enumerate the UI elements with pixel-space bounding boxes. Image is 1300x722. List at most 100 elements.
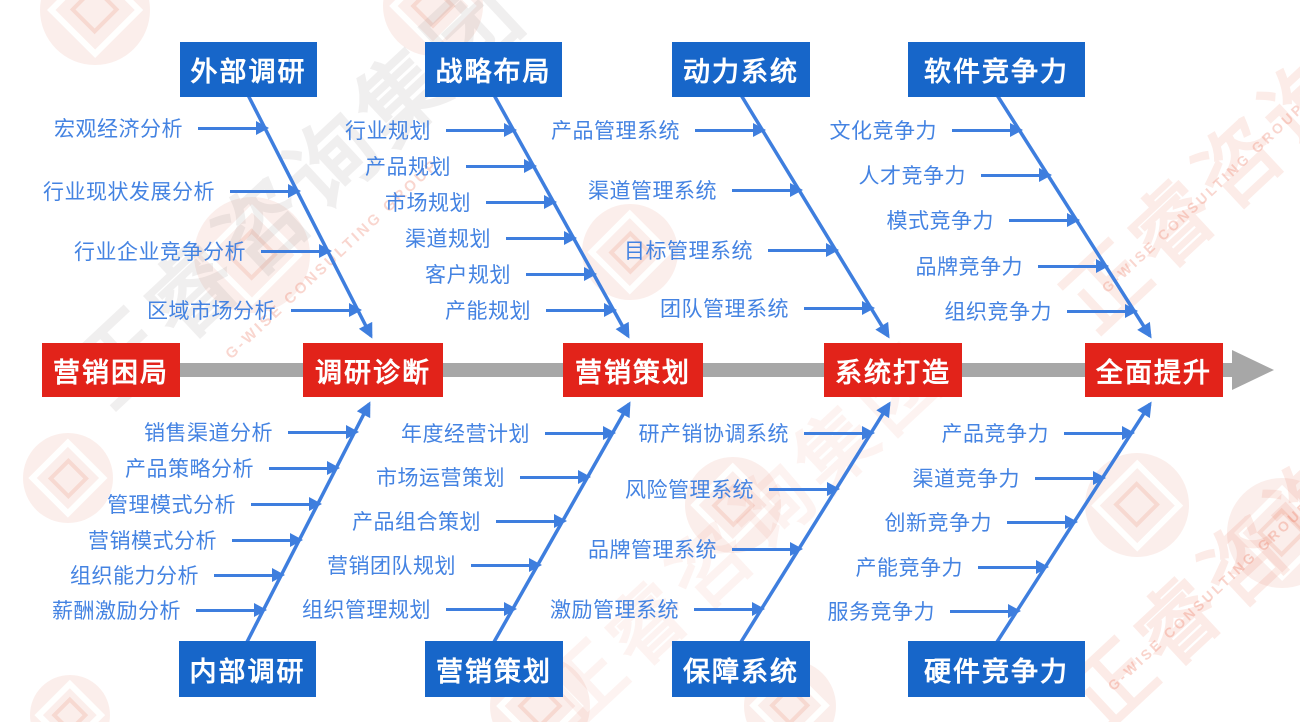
branch-item-label: 激励管理系统: [550, 599, 679, 622]
branch-item-label: 创新竞争力: [884, 512, 992, 535]
right-arrow-icon: [804, 426, 875, 440]
branch-item: 人才竞争力: [858, 160, 1052, 190]
right-arrow-icon: [769, 482, 840, 496]
right-arrow-icon: [1035, 471, 1106, 485]
right-arrow-icon: [952, 123, 1023, 137]
branch-item-label: 产品策略分析: [125, 458, 254, 481]
category-box-marketing-planning-bottom: 营销策划: [425, 641, 563, 697]
branch-item-label: 市场运营策划: [376, 467, 505, 490]
right-arrow-icon: [269, 461, 340, 475]
right-arrow-icon: [506, 231, 577, 245]
right-arrow-icon: [198, 121, 269, 135]
right-arrow-icon: [446, 602, 517, 616]
branch-item: 管理模式分析: [107, 489, 322, 519]
branch-item: 产能规划: [445, 295, 617, 325]
branch-item: 市场规划: [385, 187, 557, 217]
branch-item-label: 组织竞争力: [944, 301, 1052, 324]
category-box-support-system: 保障系统: [672, 641, 810, 697]
category-box-software-competitiveness: 软件竞争力: [908, 42, 1085, 97]
branch-item: 薪酬激励分析: [52, 595, 267, 625]
branch-item: 宏观经济分析: [54, 113, 269, 143]
right-arrow-icon: [196, 603, 267, 617]
category-box-strategy-layout: 战略布局: [425, 42, 562, 97]
right-arrow-icon: [768, 243, 839, 257]
branch-item-label: 产品管理系统: [551, 120, 680, 143]
stage-box-marketing-planning: 营销策划: [563, 343, 703, 397]
branch-item-label: 团队管理系统: [660, 298, 789, 321]
branch-item-label: 管理模式分析: [107, 494, 236, 517]
right-arrow-icon: [214, 568, 285, 582]
branch-item-label: 销售渠道分析: [144, 422, 273, 445]
branch-item: 目标管理系统: [624, 235, 839, 265]
right-arrow-icon: [291, 303, 362, 317]
right-arrow-icon: [466, 159, 537, 173]
bone-bottom-3: [739, 401, 891, 643]
right-arrow-icon: [1009, 213, 1080, 227]
branch-item-label: 目标管理系统: [624, 240, 753, 263]
right-arrow-icon: [1007, 515, 1078, 529]
right-arrow-icon: [486, 195, 557, 209]
branch-item: 产品规划: [365, 151, 537, 181]
branch-item-label: 渠道竞争力: [912, 468, 1020, 491]
branch-item-label: 产品组合策划: [352, 511, 481, 534]
branch-item: 组织能力分析: [70, 560, 285, 590]
right-arrow-icon: [526, 267, 597, 281]
branch-item-label: 行业规划: [345, 120, 431, 143]
category-box-external-research: 外部调研: [180, 42, 317, 97]
branch-item: 产品竞争力: [941, 418, 1135, 448]
branch-item-label: 营销团队规划: [327, 555, 456, 578]
branch-item: 服务竞争力: [827, 596, 1021, 626]
branch-item: 研产销协调系统: [639, 418, 875, 448]
branch-item: 市场运营策划: [376, 462, 591, 492]
right-arrow-icon: [1038, 259, 1109, 273]
branch-item: 产能竞争力: [855, 552, 1049, 582]
right-arrow-icon: [978, 560, 1049, 574]
right-arrow-icon: [471, 558, 542, 572]
right-arrow-icon: [981, 168, 1052, 182]
branch-item: 渠道规划: [405, 223, 577, 253]
branch-item: 客户规划: [425, 259, 597, 289]
branch-item-label: 产能竞争力: [855, 557, 963, 580]
branch-item: 年度经营计划: [401, 418, 616, 448]
branch-item-label: 产能规划: [445, 300, 531, 323]
branch-item-label: 模式竞争力: [886, 210, 994, 233]
branch-item-label: 行业现状发展分析: [43, 181, 215, 204]
branch-item-label: 薪酬激励分析: [52, 600, 181, 623]
branch-item-label: 行业企业竞争分析: [74, 241, 246, 264]
right-arrow-icon: [1064, 426, 1135, 440]
branch-item-label: 组织能力分析: [70, 565, 199, 588]
branch-item-label: 产品竞争力: [941, 423, 1049, 446]
right-arrow-icon: [261, 244, 332, 258]
branch-item-label: 服务竞争力: [827, 601, 935, 624]
branch-item-label: 组织管理规划: [302, 599, 431, 622]
right-arrow-icon: [695, 123, 766, 137]
branch-item: 风险管理系统: [625, 474, 840, 504]
right-arrow-icon: [950, 604, 1021, 618]
right-arrow-icon: [732, 183, 803, 197]
right-arrow-icon: [694, 602, 765, 616]
branch-item-label: 渠道管理系统: [588, 180, 717, 203]
branch-item-label: 文化竞争力: [829, 120, 937, 143]
branch-item: 品牌管理系统: [588, 534, 803, 564]
branch-item-label: 渠道规划: [405, 228, 491, 251]
branch-item: 营销模式分析: [88, 525, 303, 555]
category-box-hardware-competitiveness: 硬件竞争力: [908, 641, 1085, 697]
branch-item: 团队管理系统: [660, 293, 875, 323]
branch-item: 行业现状发展分析: [43, 176, 301, 206]
branch-item-label: 营销模式分析: [88, 530, 217, 553]
category-box-internal-research: 内部调研: [179, 641, 316, 697]
branch-item: 创新竞争力: [884, 507, 1078, 537]
branch-item: 产品组合策划: [352, 506, 567, 536]
branch-item: 模式竞争力: [886, 205, 1080, 235]
right-arrow-icon: [732, 542, 803, 556]
branch-item-label: 人才竞争力: [858, 165, 966, 188]
right-arrow-icon: [232, 533, 303, 547]
branch-item: 销售渠道分析: [144, 417, 359, 447]
branch-item: 渠道管理系统: [588, 175, 803, 205]
branch-item-label: 年度经营计划: [401, 423, 530, 446]
branch-item: 产品策略分析: [125, 453, 340, 483]
branch-item: 组织管理规划: [302, 594, 517, 624]
category-box-power-system: 动力系统: [672, 42, 810, 97]
right-arrow-icon: [520, 470, 591, 484]
